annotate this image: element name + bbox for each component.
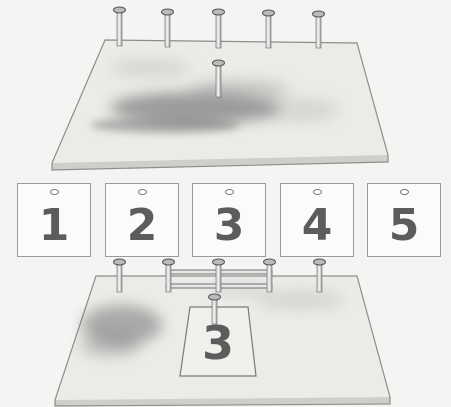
hole-icon [400,189,409,195]
number-card-1: 1 [17,183,91,257]
card-number: 5 [368,200,440,252]
dropped-card-number: 3 [180,316,256,370]
number-card-5: 5 [367,183,441,257]
top-board [52,40,388,170]
hole-icon [225,189,234,195]
card-number: 1 [18,200,90,252]
card-number: 3 [193,200,265,252]
card-number: 2 [106,200,178,252]
hole-icon [313,189,322,195]
card-number: 4 [281,200,353,252]
number-card-4: 4 [280,183,354,257]
number-card-3: 3 [192,183,266,257]
number-card-2: 2 [105,183,179,257]
hole-icon [138,189,147,195]
hole-icon [50,189,59,195]
